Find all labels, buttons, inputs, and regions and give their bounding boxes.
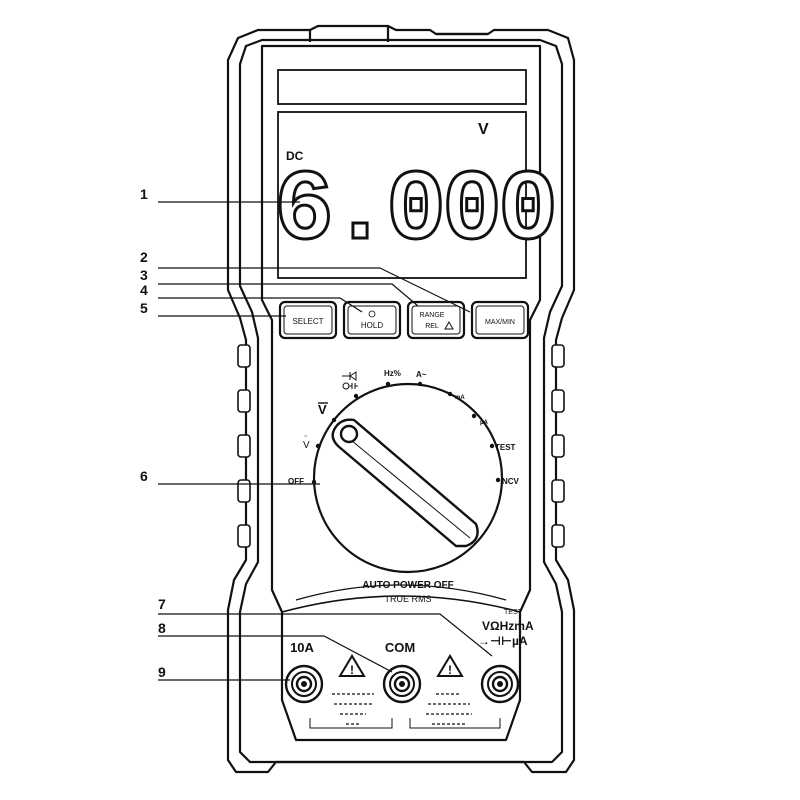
lcd-display: DC V 6.000: [272, 69, 560, 279]
callout-8: 8: [158, 620, 166, 636]
com-jack[interactable]: [382, 664, 422, 704]
max-min-button[interactable]: MAX/MIN: [470, 300, 530, 340]
svg-text:V: V: [303, 440, 310, 451]
lcd-unit-v: V: [478, 121, 489, 138]
svg-text:!: !: [448, 663, 452, 677]
lcd-top-bar: [277, 69, 527, 105]
rotary-switch[interactable]: OFF NCV TEST Hz% A~ mA µA V V ~: [288, 369, 520, 574]
select-button[interactable]: SELECT: [278, 300, 338, 340]
callout-2: 2: [140, 249, 148, 265]
test-small-label: TEST: [504, 609, 523, 616]
dial-ua-label: µA: [480, 420, 488, 426]
hold-button[interactable]: HOLD: [342, 300, 402, 340]
10a-jack-label: 10A: [290, 640, 314, 655]
dial-test-label: TEST: [495, 443, 516, 452]
com-jack-label: COM: [385, 640, 415, 655]
dial-hz-label: Hz%: [384, 369, 401, 378]
callout-7: 7: [158, 596, 166, 612]
dc-voltage-icon: V: [318, 402, 328, 417]
auto-power-off-label: AUTO POWER OFF: [362, 580, 453, 591]
dial-off-label: OFF: [288, 477, 304, 486]
callout-1: 1: [140, 186, 148, 202]
rel-button-label: REL: [425, 323, 439, 330]
dial-ma-label: mA: [455, 395, 465, 401]
range-rel-button[interactable]: RANGE REL: [406, 300, 466, 340]
jack-rating-fineprint: [332, 693, 472, 725]
callout-leaders: [158, 201, 493, 681]
ac-voltage-icon: V ~: [303, 434, 310, 451]
backlight-icon: [368, 310, 376, 318]
svg-text:V: V: [318, 402, 327, 417]
svg-text:~: ~: [304, 434, 308, 440]
warning-icon-right: !: [436, 654, 464, 677]
callout-5: 5: [140, 300, 148, 316]
dial-knob-indicator: [339, 424, 359, 444]
lcd-mode-dc: DC: [286, 149, 304, 163]
v-ohm-jack-label: VΩHzmA: [482, 619, 534, 633]
range-button-label: RANGE: [420, 312, 445, 319]
dial-position-dots: [311, 381, 501, 485]
hold-button-label: HOLD: [361, 321, 383, 330]
jack-bracket-lines: [309, 718, 501, 729]
lcd-reading: 6.000: [274, 156, 554, 269]
meter-body: [226, 24, 576, 774]
callout-3: 3: [140, 267, 148, 283]
10a-jack[interactable]: [284, 664, 324, 704]
dial-a-label: A~: [416, 370, 427, 379]
callout-numbers: 1 2 3 4 5 6 7 8 9: [140, 186, 166, 680]
warning-icon-left: !: [338, 654, 366, 677]
diode-cap-jack-label: →⊣⊢µA: [478, 634, 528, 648]
lcd-screen: [277, 111, 527, 279]
svg-text:!: !: [350, 663, 354, 677]
diode-capacitor-icon: [342, 371, 358, 390]
max-min-button-label: MAX/MIN: [485, 319, 515, 326]
true-rms-label: TRUE RMS: [385, 594, 432, 604]
dial-ncv-label: NCV: [502, 477, 520, 486]
function-buttons: SELECT HOLD RANGE REL MAX/MIN: [278, 300, 530, 340]
select-button-label: SELECT: [292, 317, 323, 326]
callout-6: 6: [140, 468, 148, 484]
callout-4: 4: [140, 282, 148, 298]
side-grips: [237, 344, 565, 548]
v-ohm-jack[interactable]: [480, 664, 520, 704]
delta-icon: [444, 320, 454, 330]
callout-9: 9: [158, 664, 166, 680]
